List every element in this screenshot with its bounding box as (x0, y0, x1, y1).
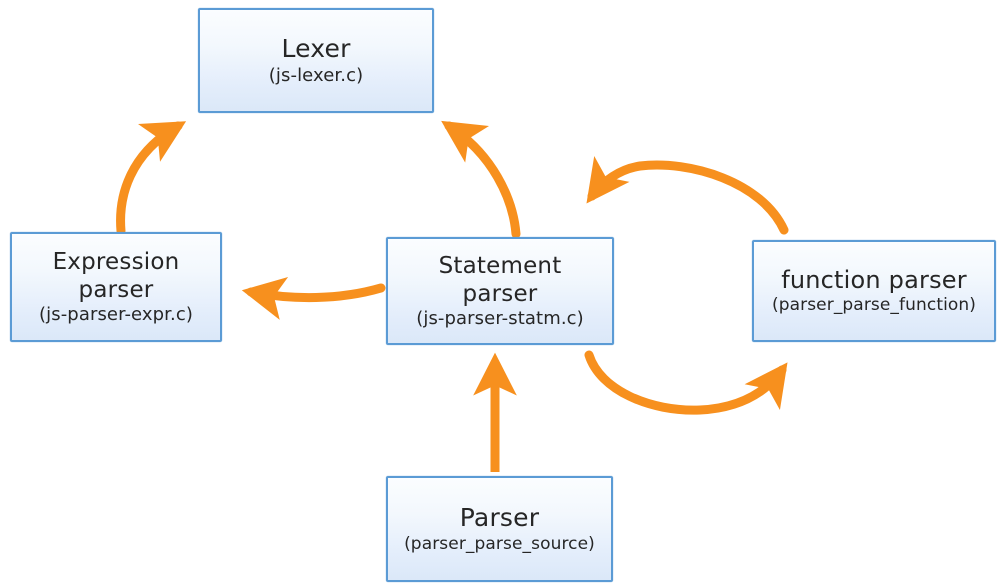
edge-expr-to-lexer (116, 121, 187, 236)
edge-statement-to-expr (241, 276, 386, 320)
node-lexer-title: Lexer (281, 34, 351, 64)
node-parser-subtitle: (parser_parse_source) (404, 533, 595, 554)
edge-statement-to-lexer (441, 120, 521, 239)
node-statement-parser-subtitle: (js-parser-statm.c) (416, 308, 584, 330)
node-expression-parser[interactable]: Expression parser (js-parser-expr.c) (10, 232, 222, 342)
node-statement-parser-title-line1: Statement (438, 252, 562, 279)
node-parser[interactable]: Parser (parser_parse_source) (386, 476, 613, 582)
node-function-parser-subtitle: (parser_parse_function) (771, 295, 977, 316)
node-expression-parser-title-line1: Expression (52, 248, 180, 275)
edge-statement-to-function (584, 350, 788, 415)
edge-function-to-statement (586, 156, 789, 235)
node-expression-parser-subtitle: (js-parser-expr.c) (39, 304, 193, 326)
node-lexer-subtitle: (js-lexer.c) (268, 64, 364, 86)
node-function-parser-title: function parser (781, 266, 967, 294)
node-statement-parser[interactable]: Statement parser (js-parser-statm.c) (386, 237, 614, 345)
node-function-parser[interactable]: function parser (parser_parse_function) (752, 240, 996, 342)
node-parser-title: Parser (459, 503, 540, 533)
node-lexer[interactable]: Lexer (js-lexer.c) (198, 8, 434, 113)
node-expression-parser-title-line2: parser (78, 277, 154, 304)
node-statement-parser-title-line2: parser (462, 281, 538, 308)
